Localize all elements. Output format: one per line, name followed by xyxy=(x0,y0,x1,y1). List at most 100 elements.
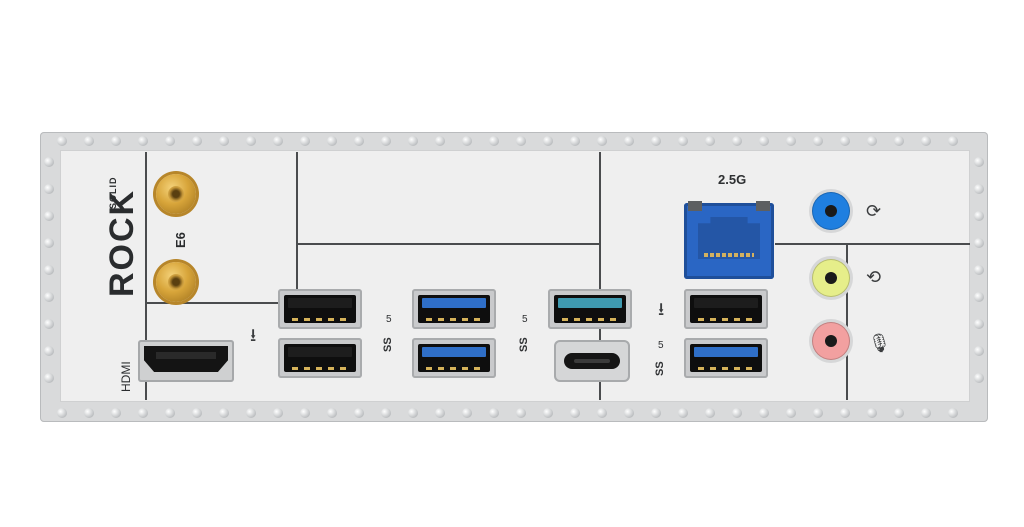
usb-port-teal[interactable] xyxy=(548,289,632,329)
frame-dimple xyxy=(974,319,984,329)
frame-dimple xyxy=(516,408,526,418)
frame-dimple xyxy=(435,136,445,146)
frame-dimple xyxy=(111,136,121,146)
brand-logo-subtext: SOLID xyxy=(108,176,118,209)
frame-dimple xyxy=(759,136,769,146)
divider xyxy=(147,302,287,304)
frame-dimple xyxy=(516,136,526,146)
frame-dimple xyxy=(786,136,796,146)
frame-dimple xyxy=(165,136,175,146)
frame-dimple xyxy=(570,408,580,418)
divider xyxy=(775,243,970,245)
usb2-port-2[interactable] xyxy=(278,338,362,378)
frame-dimple xyxy=(489,136,499,146)
ss-label: SS xyxy=(382,337,394,352)
frame-dimple xyxy=(273,408,283,418)
frame-dimple xyxy=(44,184,54,194)
frame-dimple xyxy=(219,136,229,146)
frame-dimple xyxy=(624,408,634,418)
frame-dimple xyxy=(219,408,229,418)
frame-dimple xyxy=(651,408,661,418)
frame-dimple xyxy=(300,408,310,418)
frame-dimple xyxy=(57,136,67,146)
frame-dimple xyxy=(300,136,310,146)
frame-dimple xyxy=(840,408,850,418)
frame-dimple xyxy=(435,408,445,418)
lan-port[interactable] xyxy=(684,201,774,279)
frame-dimple xyxy=(44,157,54,167)
frame-dimple xyxy=(705,408,715,418)
hdmi-port[interactable] xyxy=(138,340,234,382)
frame-dimple xyxy=(44,265,54,275)
usb-speed-label: 5 xyxy=(658,340,664,351)
frame-dimple xyxy=(974,292,984,302)
antenna-connector-1[interactable] xyxy=(156,174,196,214)
frame-dimple xyxy=(381,408,391,418)
frame-dimple xyxy=(948,408,958,418)
frame-dimple xyxy=(678,136,688,146)
frame-dimple xyxy=(327,408,337,418)
frame-dimple xyxy=(974,346,984,356)
frame-dimple xyxy=(57,408,67,418)
usb-icon: ⭳ xyxy=(658,299,665,319)
divider xyxy=(296,152,298,292)
frame-dimple xyxy=(948,136,958,146)
frame-dimple xyxy=(354,136,364,146)
frame-dimple xyxy=(44,373,54,383)
frame-dimple xyxy=(381,136,391,146)
frame-dimple xyxy=(273,136,283,146)
line-out-icon: ⟲ xyxy=(866,267,882,287)
frame-dimple xyxy=(624,136,634,146)
ss-label: SS xyxy=(518,337,530,352)
frame-dimple xyxy=(894,136,904,146)
frame-dimple xyxy=(138,408,148,418)
frame-dimple xyxy=(543,408,553,418)
usb2-port-1[interactable] xyxy=(278,289,362,329)
frame-dimple xyxy=(489,408,499,418)
frame-dimple xyxy=(44,211,54,221)
frame-dimple xyxy=(974,265,984,275)
usb-speed-label: 5 xyxy=(522,314,528,325)
usb3-port-3[interactable] xyxy=(684,338,768,378)
frame-dimple xyxy=(974,184,984,194)
hdmi-label: HDMI xyxy=(119,361,133,392)
usb-speed-label: 5 xyxy=(386,314,392,325)
frame-dimple xyxy=(462,136,472,146)
frame-dimple xyxy=(732,408,742,418)
frame-dimple xyxy=(840,136,850,146)
frame-dimple xyxy=(813,136,823,146)
frame-dimple xyxy=(462,408,472,418)
frame-dimple xyxy=(111,408,121,418)
frame-dimple xyxy=(894,408,904,418)
frame-dimple xyxy=(192,408,202,418)
divider xyxy=(298,243,600,245)
lan-speed-label: 2.5G xyxy=(718,172,747,187)
audio-jack-line-in[interactable] xyxy=(812,192,850,230)
usb3-port-2[interactable] xyxy=(412,338,496,378)
divider xyxy=(599,152,601,400)
frame-dimple xyxy=(705,136,715,146)
line-in-icon: ⟳ xyxy=(866,201,882,221)
frame-dimple xyxy=(138,136,148,146)
frame-dimple xyxy=(246,408,256,418)
frame-dimple xyxy=(974,157,984,167)
frame-dimple xyxy=(84,408,94,418)
frame-dimple xyxy=(84,136,94,146)
frame-dimple xyxy=(597,136,607,146)
frame-dimple xyxy=(44,292,54,302)
usb-c-port[interactable] xyxy=(554,340,630,382)
audio-jack-line-out[interactable] xyxy=(812,259,850,297)
antenna-connector-2[interactable] xyxy=(156,262,196,302)
frame-dimple xyxy=(327,136,337,146)
divider xyxy=(846,243,848,400)
frame-dimple xyxy=(570,136,580,146)
usb2-port-3[interactable] xyxy=(684,289,768,329)
frame-dimple xyxy=(192,136,202,146)
frame-dimple xyxy=(786,408,796,418)
frame-dimple xyxy=(165,408,175,418)
audio-jack-mic[interactable] xyxy=(812,322,850,360)
frame-dimple xyxy=(921,136,931,146)
usb3-port-1[interactable] xyxy=(412,289,496,329)
frame-dimple xyxy=(44,238,54,248)
